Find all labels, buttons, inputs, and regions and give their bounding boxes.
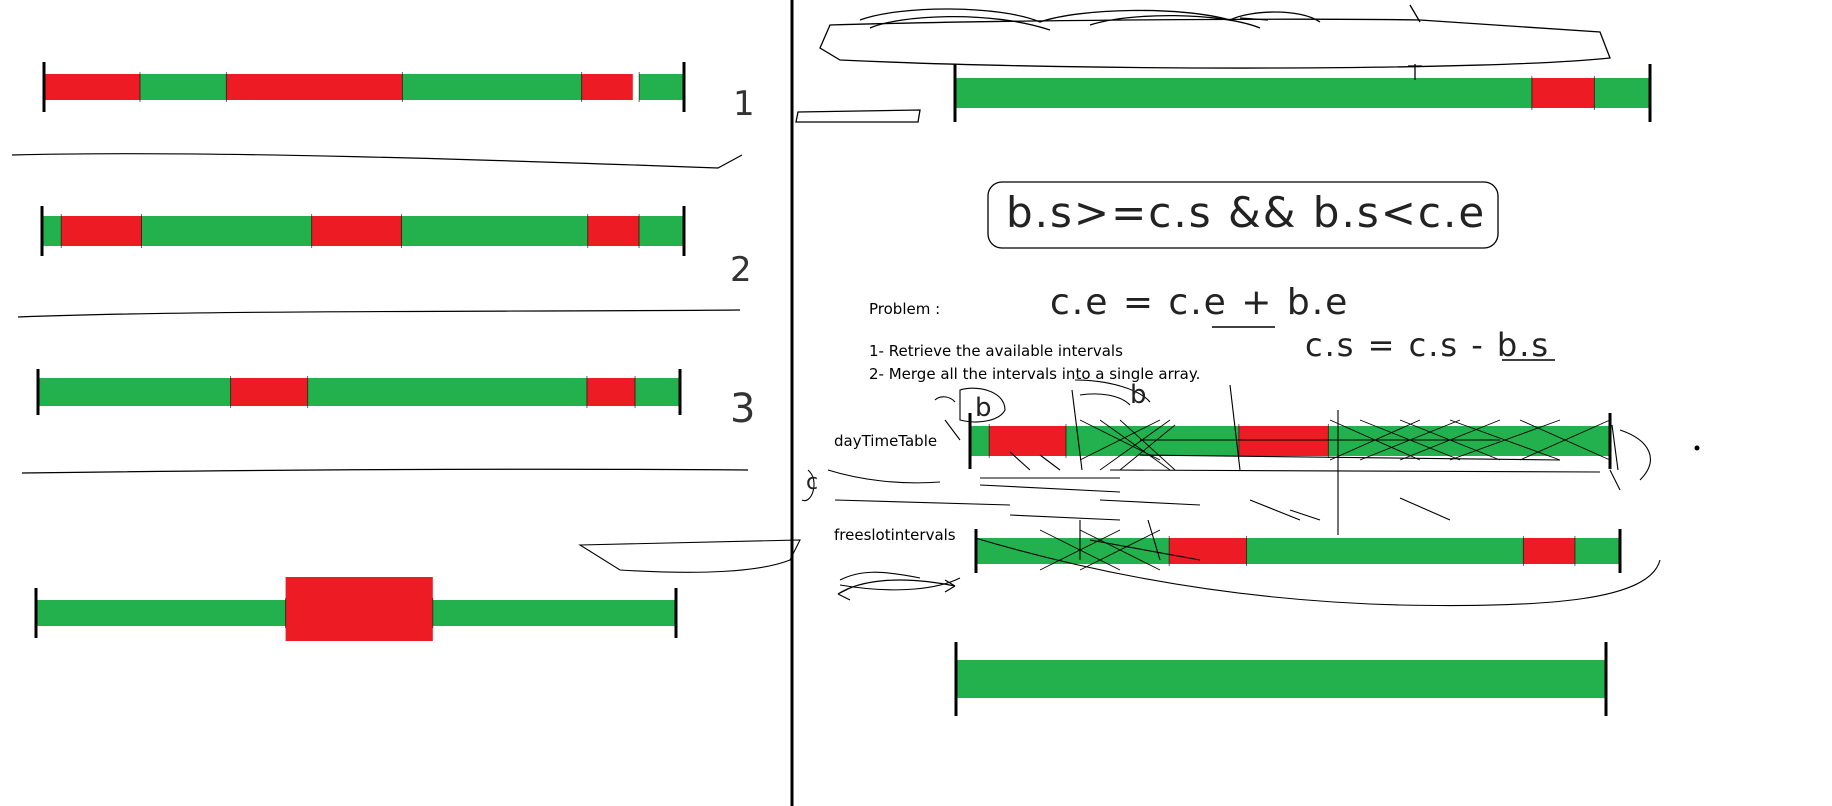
number-2: 2	[730, 250, 752, 290]
segment-free	[38, 378, 231, 406]
segment-free	[42, 216, 62, 246]
segment-free	[1574, 538, 1620, 564]
separator-line-2	[17, 309, 741, 318]
b-mark-left: b	[975, 393, 994, 423]
problem-title: Problem :	[869, 300, 941, 318]
separator-line-1	[11, 153, 743, 169]
segment-busy	[1238, 426, 1329, 456]
problem-item-1: 1- Retrieve the available intervals	[869, 342, 1123, 360]
segment-free	[955, 78, 1532, 108]
segment-busy	[1531, 78, 1595, 108]
formula-box	[987, 181, 1499, 249]
timeline-2	[40, 206, 686, 256]
segment-free	[140, 74, 227, 100]
segment-free	[307, 378, 587, 406]
segment-free	[401, 216, 588, 246]
segment-free	[639, 74, 684, 100]
segment-busy	[61, 216, 142, 246]
segment-free	[36, 600, 286, 626]
segment-busy	[581, 74, 633, 100]
formula-ce: c.e = c.e + b.e	[1050, 282, 1350, 323]
timeline-merged	[954, 642, 1608, 716]
segment-busy	[311, 216, 402, 246]
top-scribble	[795, 4, 1611, 123]
segment-free	[956, 660, 1606, 698]
problem-item-2: 2- Merge all the intervals into a single…	[869, 365, 1201, 383]
segment-free	[141, 216, 312, 246]
segment-busy	[44, 74, 140, 100]
timeline-top-right	[953, 64, 1652, 122]
formula-underlines	[1212, 326, 1555, 361]
segment-busy	[285, 577, 433, 641]
timeline-3	[36, 369, 682, 415]
timeline-1	[42, 62, 686, 112]
dot-mark	[1694, 445, 1700, 451]
timeline-freeslot-intervals	[974, 529, 1622, 573]
segment-free	[1246, 538, 1524, 564]
segment-busy	[989, 426, 1066, 456]
formula-cs: c.s = c.s - b.s	[1305, 326, 1551, 364]
double-arrow	[837, 579, 956, 601]
segment-free	[970, 426, 990, 456]
segment-free	[1594, 78, 1650, 108]
segment-free	[976, 538, 1170, 564]
timeline-4	[34, 577, 678, 641]
segment-free	[432, 600, 676, 626]
c-mark: c	[806, 470, 821, 495]
timeline-day-time-table	[968, 413, 1612, 469]
segment-busy	[226, 74, 403, 100]
number-3: 3	[730, 386, 756, 432]
segment-busy	[587, 216, 640, 246]
number-1: 1	[733, 84, 755, 124]
day-time-table-label: dayTimeTable	[834, 432, 938, 450]
segment-free	[639, 216, 684, 246]
segment-busy	[230, 378, 308, 406]
separator-line-3	[21, 468, 749, 474]
cross-hatch-marks	[1039, 419, 1611, 571]
segment-free	[402, 74, 582, 100]
freeslot-intervals-label: freeslotintervals	[834, 526, 956, 544]
formula-condition: b.s>=c.s && b.s<c.e	[1006, 188, 1487, 237]
segment-busy	[586, 378, 636, 406]
b-mark-right: b	[1130, 380, 1149, 410]
segment-busy	[1523, 538, 1575, 564]
segment-free	[1066, 426, 1239, 456]
annotation-scribbles	[578, 379, 1661, 607]
segment-free	[635, 378, 680, 406]
segment-busy	[1169, 538, 1247, 564]
